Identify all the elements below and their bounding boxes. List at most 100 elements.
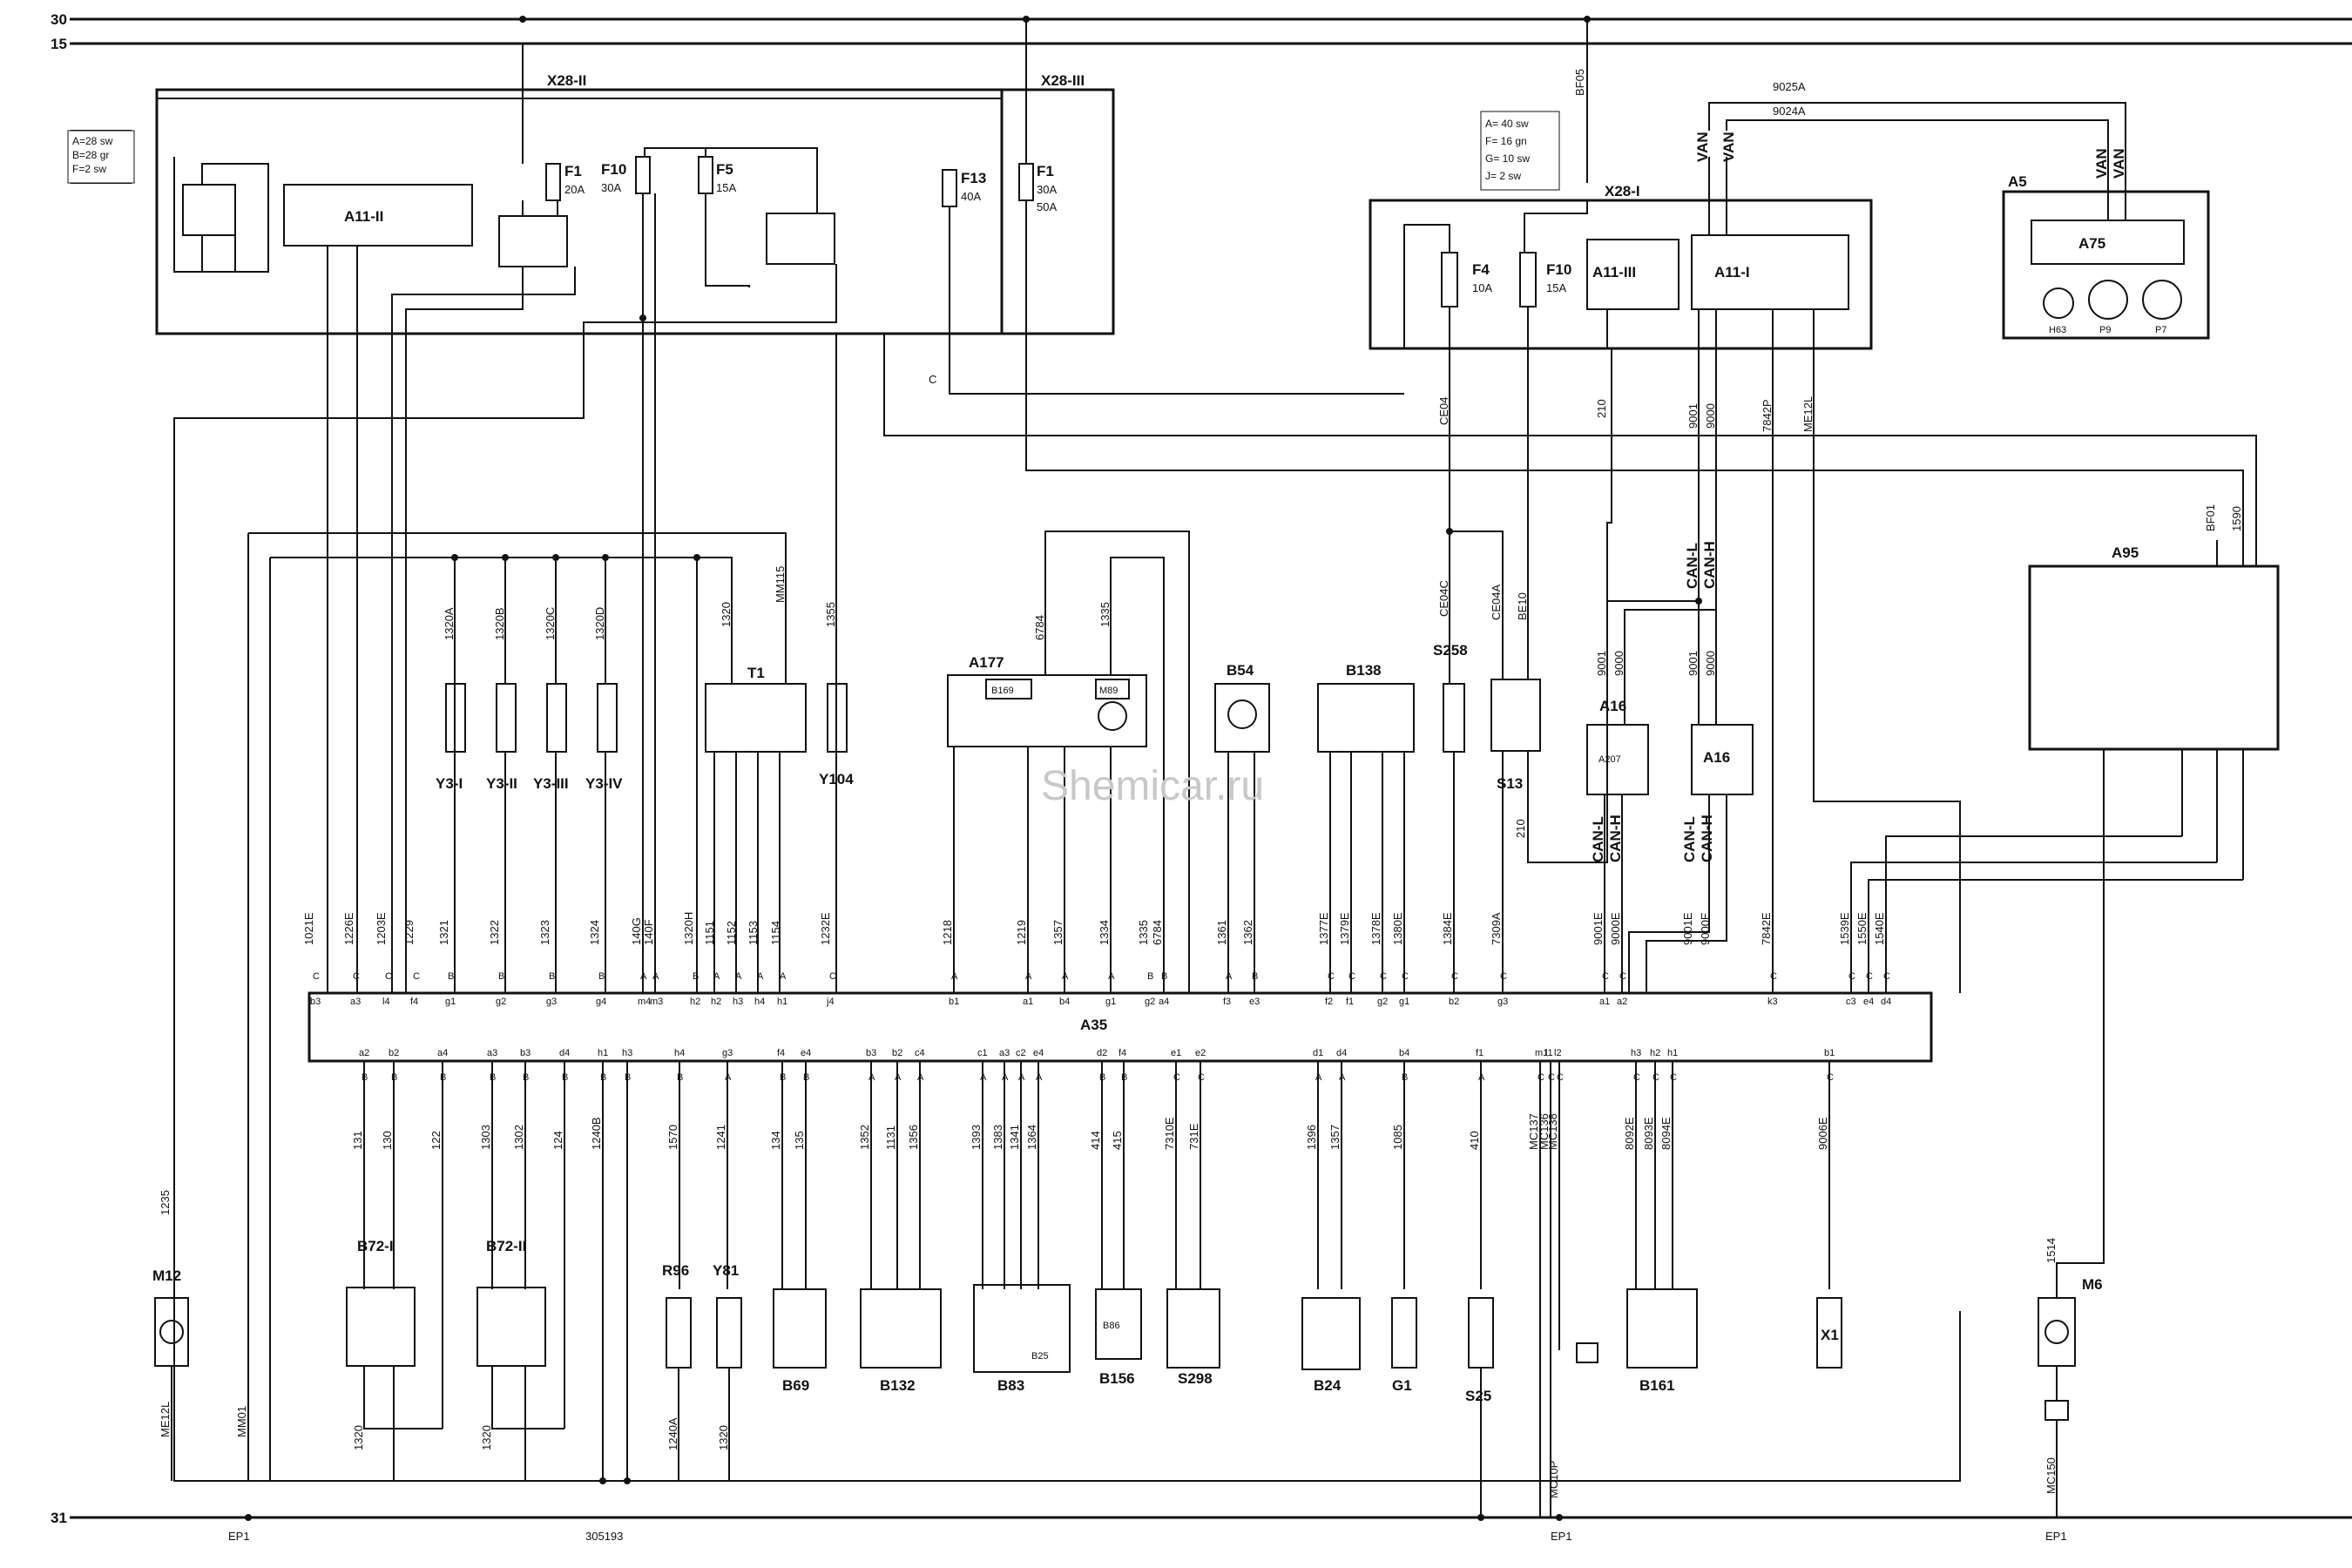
solenoid-y81: Y81 (713, 1262, 739, 1279)
module-a207: A207 (1598, 754, 1621, 765)
a35-top-terminal: C (829, 971, 836, 982)
sensor-b156: B156 (1099, 1370, 1135, 1387)
module-a11-ii: A11-II (344, 208, 383, 225)
wire-be10: BE10 (1516, 592, 1529, 620)
a35-top-pin: h3 (733, 997, 743, 1007)
a35-bottom-terminal: B (1099, 1072, 1105, 1083)
a35-bottom-wire: 1241 (714, 1125, 727, 1150)
a35-top-pin: g2 (496, 997, 506, 1007)
module-a11-iii: A11-III (1592, 264, 1636, 280)
a35-bottom-terminal: B (600, 1072, 606, 1083)
fuse-f5-name: F5 (716, 161, 733, 178)
component-labels: Y3-I Y3-II Y3-III Y3-IV T1 Y104 B54 B138… (152, 325, 2166, 1404)
diagram-code: 305193 (585, 1530, 623, 1543)
wire-mm115: MM115 (774, 566, 787, 603)
a35-bottom-terminal: C (1198, 1072, 1205, 1083)
a35-top-terminal: B (1252, 971, 1258, 982)
fuse-f10b-name: F10 (1546, 261, 1571, 278)
a35-bottom-terminal: C (1652, 1072, 1659, 1083)
note-mid-line: J= 2 sw (1485, 170, 1521, 182)
a35-top-pin: f4 (410, 997, 418, 1007)
wire-1514: 1514 (2044, 1238, 2058, 1263)
fuse-f4-rating: 10A (1472, 281, 1492, 294)
wire-bf05: BF05 (1573, 69, 1586, 96)
a35-bottom-pin: e4 (1033, 1048, 1044, 1058)
a35-bottom-pin: a3 (999, 1048, 1010, 1058)
a35-top-pin: f3 (1223, 997, 1231, 1007)
wire-1590: 1590 (2230, 506, 2243, 531)
a35-bottom-pin: d1 (1313, 1048, 1323, 1058)
solenoid-y3-1: Y3-I (436, 775, 463, 792)
a35-top-pin: k3 (1767, 997, 1778, 1007)
a35-bottom-pin: g3 (722, 1048, 733, 1058)
wire-210-s13: 210 (1514, 819, 1527, 838)
a35-bottom-terminal: B (391, 1072, 397, 1083)
a35-bottom-pin: b3 (520, 1048, 531, 1058)
a35-top-pin: m4 (638, 997, 651, 1007)
a35-bottom-pin: h2 (1650, 1048, 1660, 1058)
solenoid-y104: Y104 (819, 771, 854, 787)
fuse-f13-name: F13 (961, 170, 986, 186)
a35-top-terminal: A (757, 971, 764, 982)
fuse-f5-rating: 15A (716, 181, 736, 194)
a35-bottom-wire: 8094E (1659, 1117, 1673, 1150)
a35-top-wire: 7309A (1490, 912, 1503, 945)
a35-bottom-wire: MC137 (1527, 1113, 1540, 1150)
wire-c: C (929, 373, 936, 386)
top-wire-labels: BF05 9025A 9024A VAN VAN VAN VAN CE04 21… (929, 69, 2243, 620)
a35-top-terminal: A (713, 971, 720, 982)
motor-m12: M12 (152, 1267, 181, 1284)
a35-bottom-terminal: B (523, 1072, 529, 1083)
wire-1320c: 1320C (544, 607, 557, 640)
a35-top-terminal: C (413, 971, 420, 982)
a35-top-terminal: A (1226, 971, 1233, 982)
a35-bottom-pin: d4 (1336, 1048, 1347, 1058)
a35-bottom-terminal: B (1402, 1072, 1408, 1083)
ground-ep1-right: EP1 (2045, 1530, 2067, 1543)
a35-top-terminal: B (1161, 971, 1167, 982)
a35-bottom-terminal: A (895, 1072, 902, 1083)
a35-bottom-pin: b2 (892, 1048, 902, 1058)
a35-top-pin: m3 (650, 997, 663, 1007)
a35-bottom-terminal: B (440, 1072, 446, 1083)
a35-top-wire: 1151 (703, 921, 716, 945)
a35-bottom-terminal: A (1315, 1072, 1322, 1083)
wire-1240a: 1240A (666, 1417, 679, 1450)
wire-me12l: ME12L (1801, 396, 1815, 432)
a35-bottom-wire: 410 (1468, 1131, 1481, 1150)
gauge-p9: P9 (2099, 325, 2111, 335)
a35-bottom-wire: 1352 (858, 1125, 871, 1150)
solenoid-y3-4: Y3-IV (585, 775, 623, 792)
junction-dots (245, 16, 1702, 1521)
note-mid-line: F= 16 gn (1485, 135, 1527, 147)
a35-top-terminal: A (1108, 971, 1115, 982)
a35-top-terminal: C (385, 971, 392, 982)
a35-bottom-terminal: A (917, 1072, 924, 1083)
a35-bottom-terminal: C (1557, 1072, 1564, 1083)
a35-top-pin: g2 (1377, 997, 1388, 1007)
wire-can-l-top: CAN-L (1684, 543, 1700, 589)
a35-top-wire: 1218 (941, 920, 954, 945)
a35-top-pin: b2 (1449, 997, 1459, 1007)
a35-bottom-pin: f4 (777, 1048, 785, 1058)
a35-top-wire: 1362 (1241, 920, 1254, 945)
a35-bottom-terminal: B (625, 1072, 631, 1083)
wire-7842p: 7842P (1761, 399, 1774, 432)
a35-bottom-wire: 8093E (1642, 1117, 1655, 1150)
a35-bottom-wire: 9006E (1816, 1117, 1829, 1150)
a35-top-terminal: A (1025, 971, 1032, 982)
a35-top-pin: c3 (1846, 997, 1856, 1007)
note-left-line: B=28 gr (72, 149, 109, 161)
module-x28-iii: X28-III (1041, 72, 1085, 89)
a35-top-terminal: C (1866, 971, 1873, 982)
wire-can-h-top: CAN-H (1701, 541, 1718, 589)
a35-bottom-wire: MC138 (1546, 1113, 1559, 1150)
a35-bottom-pin: c1 (977, 1048, 988, 1058)
a35-top-wire: 9000E (1609, 912, 1622, 945)
switch-s25: S25 (1465, 1388, 1491, 1404)
a35-bottom-terminal: C (1538, 1072, 1544, 1083)
a35-bottom-wire: 7310E (1163, 1117, 1176, 1150)
wire-1320d: 1320D (593, 607, 606, 640)
a35-top-wire: 1335 (1137, 920, 1150, 945)
solenoid-y3-2: Y3-II (486, 775, 517, 792)
